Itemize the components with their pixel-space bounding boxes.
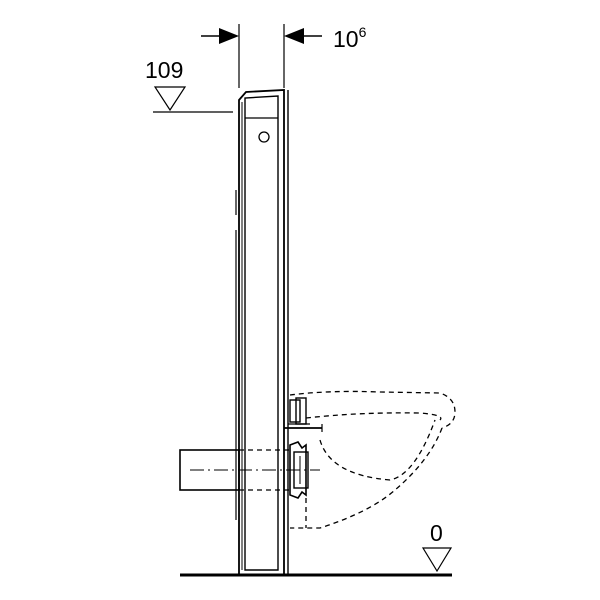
drain-pipe: [179, 449, 320, 491]
toilet-bowl-outline: [289, 390, 456, 529]
arrowhead-left: [219, 28, 239, 44]
width-dimension: 106: [201, 24, 367, 88]
waste-connector: [289, 441, 309, 499]
bowl-front-curve: [290, 427, 443, 529]
flush-button-icon: [258, 131, 270, 143]
floor-level-marker: 0: [421, 520, 453, 573]
bolt-nut: [295, 397, 307, 425]
connector-body: [293, 451, 309, 489]
bowl-rim-line: [305, 412, 442, 421]
bolt-head: [289, 399, 301, 423]
bowl-top-contour: [289, 390, 456, 429]
level-triangle-floor: [421, 547, 453, 573]
connector-flange: [289, 441, 307, 499]
width-label: 106: [333, 24, 367, 52]
floor-level-label: 0: [430, 520, 443, 546]
module-frame: [235, 89, 289, 575]
mounting-bolt: [284, 397, 323, 432]
top-level-label: 109: [145, 57, 183, 83]
top-level-marker: 109: [145, 57, 233, 113]
level-triangle-top: [153, 86, 187, 112]
frame-outline: [238, 89, 285, 575]
front-panel: [244, 95, 279, 571]
arrowhead-right: [284, 28, 304, 44]
bowl-inner-curve: [319, 419, 436, 481]
